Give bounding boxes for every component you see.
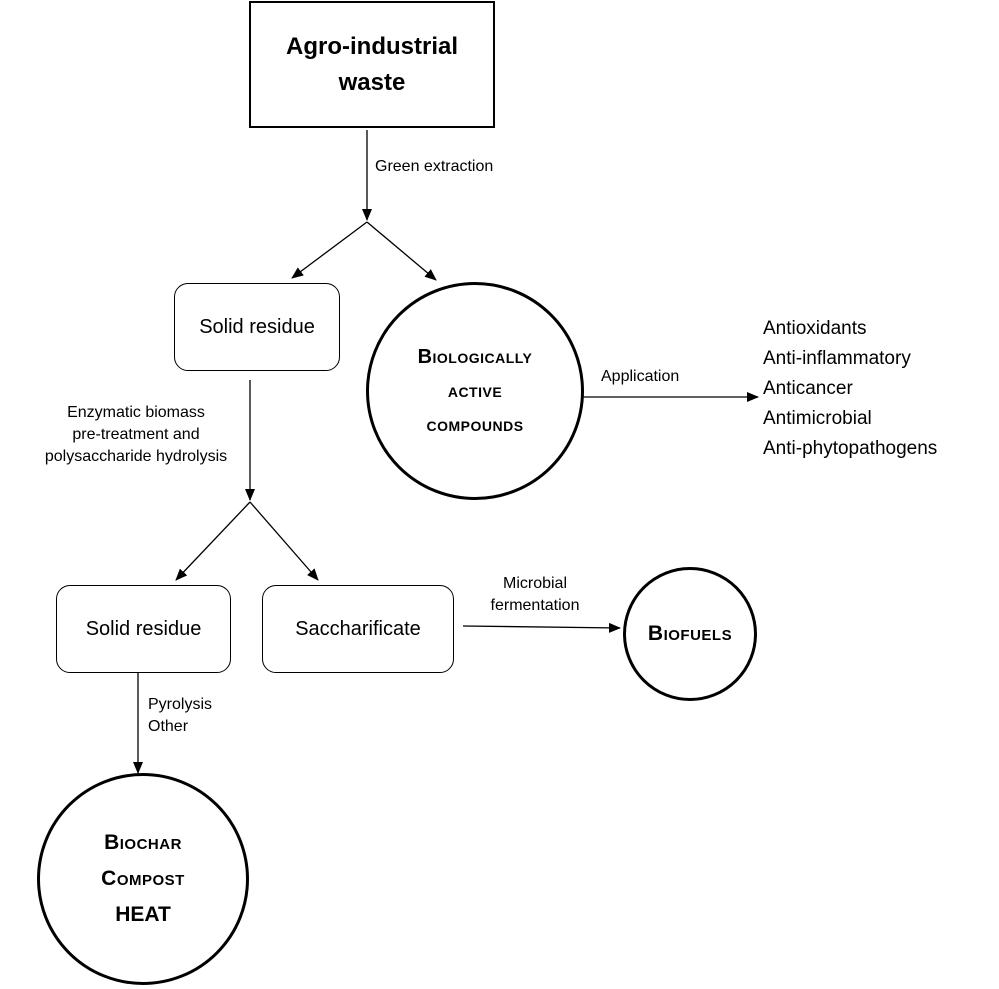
arrow-split-left [291,221,368,279]
bioactive-line-2: active [447,380,503,402]
arrow-split-right [366,221,437,281]
pyrolysis-line-2: Other [148,718,189,735]
solid-residue-box-2: Solid residue [56,585,231,673]
biochar-line-1: Biochar [104,831,182,854]
microbial-fermentation-label: Microbial fermentation [475,573,595,617]
saccharificate-label: Saccharificate [295,617,421,640]
microbial-line-2: fermentation [490,597,580,614]
pyrolysis-line-1: Pyrolysis [148,696,213,713]
enzymatic-line-1: Enzymatic biomass [67,404,205,421]
agro-waste-box: Agro-industrial waste [249,1,495,128]
solid-residue-2-label: Solid residue [85,617,202,640]
bioactive-line-1: Biologically [417,346,533,368]
biochar-line-3: HEAT [115,903,171,926]
arrow-split2-left [175,501,251,581]
bioactive-line-3: compounds [426,414,524,436]
biochar-line-2: Compost [101,867,185,890]
arrow-split2-right [249,501,319,581]
solid-residue-box-1: Solid residue [174,283,340,371]
pyrolysis-label: Pyrolysis Other [148,694,212,738]
solid-residue-1-label: Solid residue [199,315,315,338]
agro-waste-line-1: Agro-industrial [286,32,458,60]
microbial-line-1: Microbial [502,575,567,592]
green-extraction-label: Green extraction [375,158,494,175]
arrow-fermentation [462,622,621,633]
bioactive-compounds-circle: Biologically active compounds [366,282,584,500]
application-label: Application [601,368,680,385]
application-item: Anti-inflammatory [763,348,911,369]
enzymatic-line-3: polysaccharide hydrolysis [44,448,228,465]
enzymatic-label: Enzymatic biomass pre-treatment and poly… [25,402,247,468]
applications-list: Antioxidants Anti-inflammatory Anticance… [763,314,937,464]
application-item: Anticancer [763,378,853,399]
biochar-circle: Biochar Compost HEAT [37,773,249,985]
application-item: Antioxidants [763,318,867,339]
saccharificate-box: Saccharificate [262,585,454,673]
application-item: Anti-phytopathogens [763,438,938,459]
enzymatic-line-2: pre-treatment and [72,426,200,443]
biofuels-label: Biofuels [647,622,733,645]
biofuels-circle: Biofuels [623,567,757,701]
application-item: Antimicrobial [763,408,872,429]
agro-waste-line-2: waste [338,68,406,96]
